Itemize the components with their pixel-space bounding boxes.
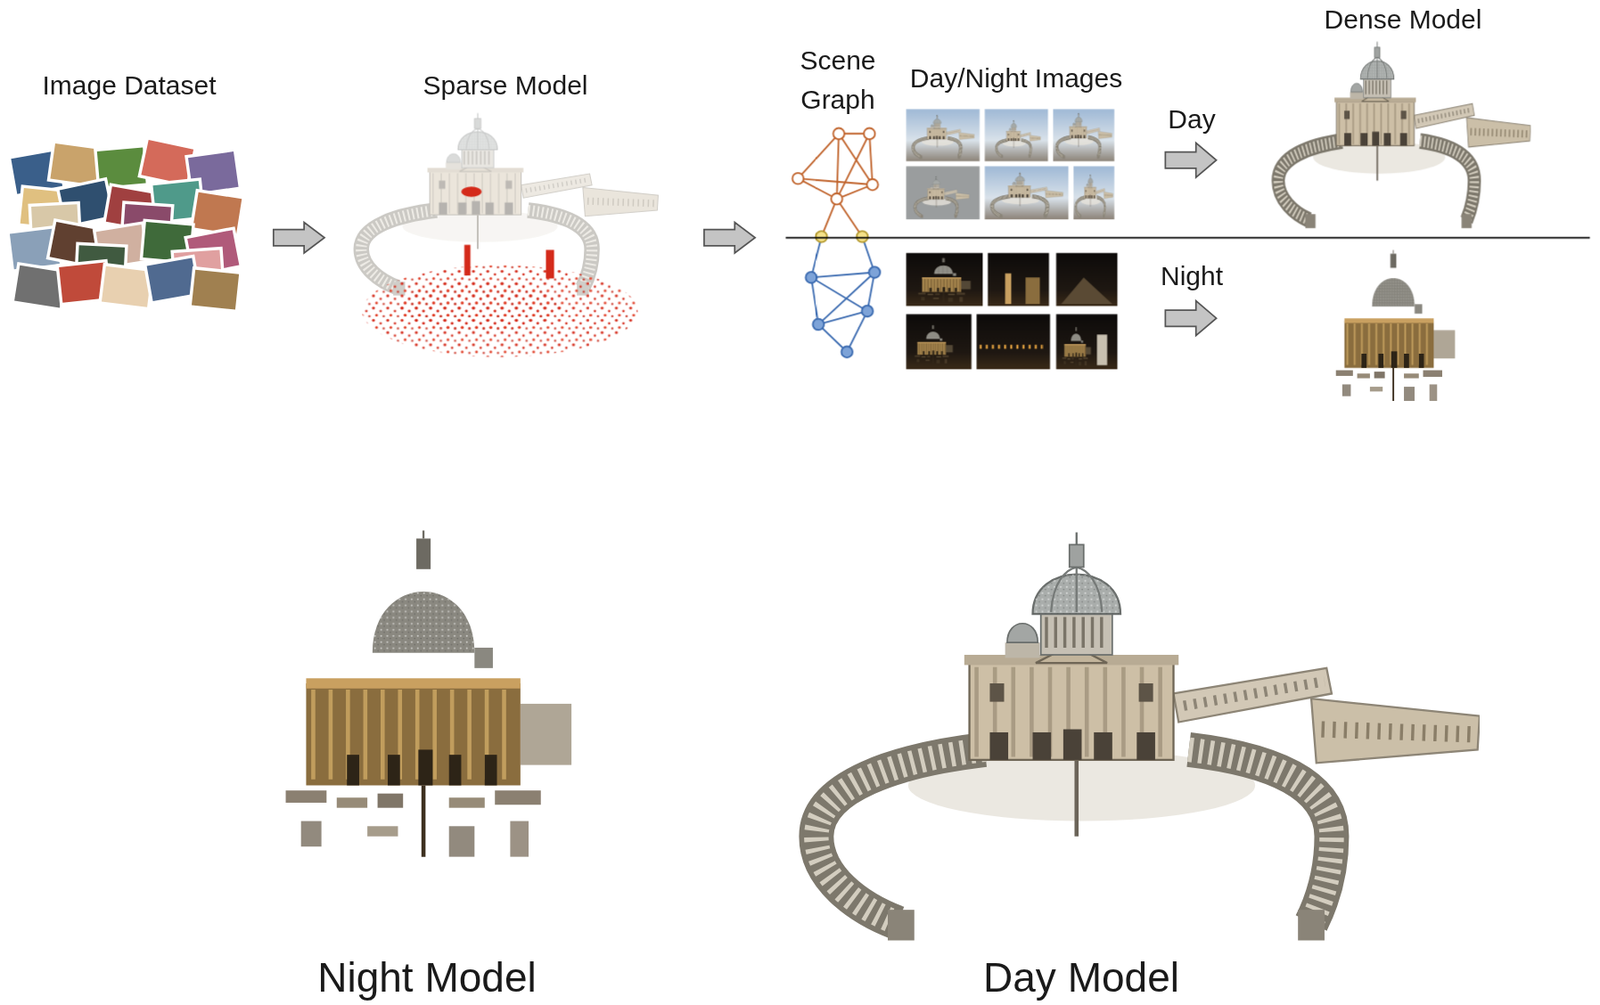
day-model — [816, 533, 1480, 942]
panel-label: Dense Model — [1324, 3, 1483, 36]
panel-label: Image Dataset — [41, 69, 216, 102]
panel-label: Sparse Model — [422, 69, 588, 102]
panel-label: Night — [1160, 260, 1223, 293]
night-photos — [906, 253, 1118, 370]
panel-label: Day Model — [983, 953, 1180, 1003]
divider-line — [785, 237, 1590, 239]
image-collage — [8, 138, 244, 312]
scene-graph — [792, 128, 880, 359]
day-photos — [906, 108, 1116, 220]
sparse-model — [361, 113, 658, 358]
panel-label: Night Model — [317, 953, 536, 1003]
panel-label: Day — [1167, 103, 1215, 136]
night-model — [286, 530, 573, 857]
panel-label: Scene Graph — [779, 41, 896, 119]
panel-label: Day/Night Images — [910, 62, 1123, 95]
flow-arrow — [273, 142, 1217, 336]
dense-model — [1278, 41, 1531, 402]
